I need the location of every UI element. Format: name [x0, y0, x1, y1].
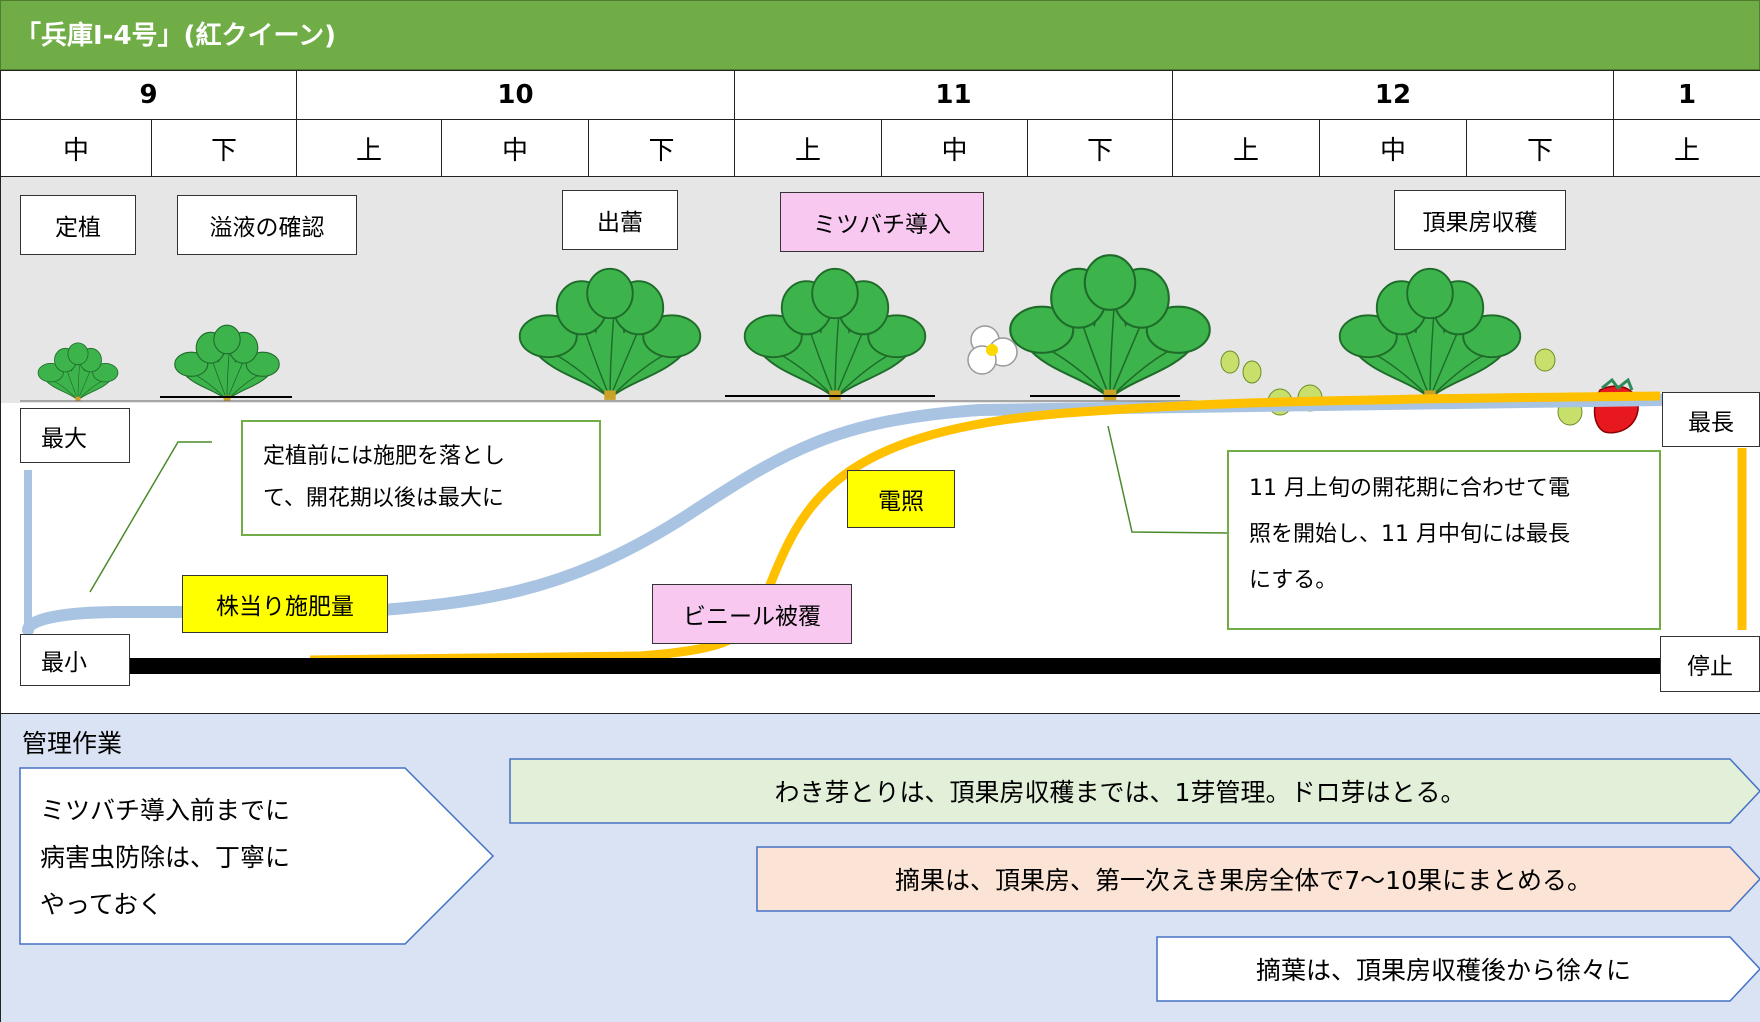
decade-header: 中 [1320, 120, 1467, 177]
decade-header: 中 [882, 120, 1028, 177]
decade-header: 上 [1614, 120, 1760, 177]
fertilizer-label: 株当り施肥量 [182, 575, 388, 633]
decade-header: 中 [0, 120, 152, 177]
pest-control-text: ミツバチ導入前までに 病害虫防除は、丁寧に やっておく [40, 787, 290, 928]
pest-line: ミツバチ導入前までに [40, 796, 291, 825]
month-row: 9 10 11 12 1 [0, 70, 1760, 120]
stage-planting-label: 定植 [20, 195, 136, 255]
decade-header: 下 [1467, 120, 1614, 177]
stage-guttation-label: 溢液の確認 [177, 195, 357, 255]
lighting-label: 電照 [847, 470, 955, 528]
lighting-note: 11 月上旬の開花期に合わせて電 照を開始し、11 月中旬には最長 にする。 [1227, 450, 1661, 630]
stage-harvest-label: 頂果房収穫 [1394, 190, 1566, 250]
month-header: 10 [297, 70, 735, 120]
note-line: 定植前には施肥を落とし [263, 444, 506, 469]
month-header: 11 [735, 70, 1173, 120]
stop-label: 停止 [1660, 636, 1760, 692]
note-line: にする。 [1249, 568, 1338, 593]
month-header: 9 [0, 70, 297, 120]
decade-header: 上 [1173, 120, 1320, 177]
thinning-text: 摘果は、頂果房、第一次えき果房全体で7～10果にまとめる。 [895, 866, 1592, 895]
pest-line: 病害虫防除は、丁寧に [40, 843, 291, 872]
month-header: 1 [1614, 70, 1760, 120]
min-label: 最小 [20, 634, 130, 686]
stage-bees-label: ミツバチ導入 [780, 192, 984, 252]
note-line: 照を開始し、11 月中旬には最長 [1249, 522, 1570, 547]
note-line: て、開花期以後は最大に [263, 486, 504, 511]
vinyl-label: ビニール被覆 [652, 584, 852, 644]
decade-header: 中 [442, 120, 589, 177]
note-line: 11 月上旬の開花期に合わせて電 [1249, 476, 1570, 501]
leaf-removal-text: 摘葉は、頂果房収穫後から徐々に [1255, 956, 1631, 985]
stage-budding-label: 出蕾 [562, 190, 678, 250]
decade-header: 下 [152, 120, 297, 177]
max-label: 最大 [20, 408, 130, 463]
longest-label: 最長 [1662, 392, 1760, 447]
fertilizer-note: 定植前には施肥を落とし て、開花期以後は最大に [241, 420, 601, 536]
month-header: 12 [1173, 70, 1614, 120]
management-heading: 管理作業 [22, 729, 123, 758]
title-bar: 「兵庫I-4号」(紅クイーン) [0, 0, 1760, 70]
pest-line: やっておく [40, 890, 164, 919]
decade-header: 上 [297, 120, 442, 177]
decade-row: 中 下 上 中 下 上 中 下 上 中 下 上 [0, 120, 1760, 177]
side-shoot-text: わき芽とりは、頂果房収穫までは、1芽管理。ドロ芽はとる。 [774, 778, 1466, 807]
page-title: 「兵庫I-4号」(紅クイーン) [15, 21, 337, 51]
decade-header: 上 [735, 120, 882, 177]
decade-header: 下 [1028, 120, 1173, 177]
decade-header: 下 [589, 120, 735, 177]
